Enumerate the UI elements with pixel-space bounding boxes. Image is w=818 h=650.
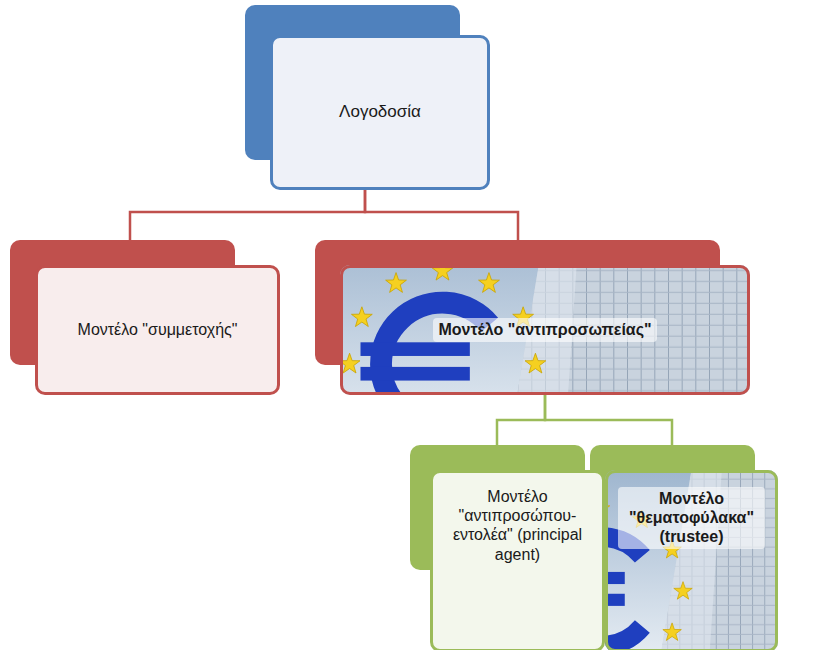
- node-label: Μοντέλο "θεματοφύλακα" (trustee): [618, 487, 765, 549]
- root-box: Λογοδοσία: [270, 35, 490, 190]
- ecb-photo: [605, 470, 778, 650]
- model-box: Μοντέλο "αντιπροσωπείας": [340, 265, 750, 395]
- submodel-box: Μοντέλο "θεματοφύλακα" (trustee): [605, 470, 778, 650]
- node-label: Μοντέλο "συμμετοχής": [78, 320, 238, 339]
- ecb-photo: [605, 470, 778, 650]
- ecb-photo: [605, 470, 778, 650]
- submodel-box: Μοντέλο "αντιπροσώπου-εντολέα" (principa…: [430, 470, 605, 650]
- node-label: Λογοδοσία: [339, 102, 421, 122]
- node-label: Μοντέλο "αντιπροσωπείας": [433, 318, 656, 341]
- ecb-photo: [340, 265, 750, 395]
- ecb-photo: [340, 265, 750, 395]
- model-box: Μοντέλο "συμμετοχής": [35, 265, 280, 395]
- ecb-photo: [340, 265, 750, 395]
- node-label: Μοντέλο "αντιπροσώπου-εντολέα" (principa…: [443, 487, 592, 564]
